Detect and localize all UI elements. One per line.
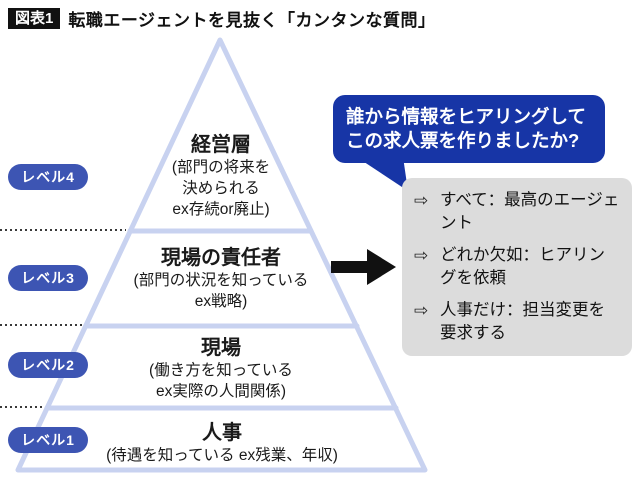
- answers-box: ⇨ すべて：最高のエージェント ⇨ どれか欠如：ヒアリングを依頼 ⇨ 人事だけ：…: [402, 178, 632, 356]
- tier-description: (部門の状況を知っている ex戦略): [133, 272, 309, 310]
- tier-description: (待遇を知っている ex残業、年収): [106, 447, 338, 464]
- tier-title: 現場の責任者: [161, 247, 281, 269]
- answer-item: ⇨ すべて：最高のエージェント: [414, 189, 620, 235]
- tier-description: (働き方を知っている ex実際の人間関係): [149, 362, 293, 400]
- pyramid-tier-management: 経営層 (部門の将来を 決められる ex存続or廃止): [91, 133, 351, 220]
- pyramid-outline: [15, 37, 428, 473]
- pyramid-tier-hr: 人事 (待遇を知っている ex残業、年収): [42, 421, 402, 466]
- level-badge-1: レベル1: [8, 427, 88, 453]
- answer-item: ⇨ 人事だけ：担当変更を要求する: [414, 299, 620, 345]
- answer-item: ⇨ どれか欠如：ヒアリングを依頼: [414, 244, 620, 290]
- figure-header: 図表1 転職エージェントを見抜く「カンタンな質問」: [8, 6, 436, 31]
- figure-number-tag: 図表1: [8, 8, 61, 29]
- answer-text: すべて：最高のエージェント: [440, 191, 620, 232]
- pyramid-tier-worksite: 現場 (働き方を知っている ex実際の人間関係): [71, 336, 371, 402]
- level-badge-4: レベル4: [8, 164, 88, 190]
- arrow-bullet-icon: ⇨: [414, 246, 429, 265]
- answer-text: 人事だけ：担当変更を要求する: [440, 301, 605, 342]
- level-badge-3: レベル3: [8, 265, 88, 291]
- tier-title: 人事: [202, 422, 242, 444]
- answer-text: どれか欠如：ヒアリングを依頼: [440, 246, 605, 287]
- question-bubble: 誰から情報をヒアリングして この求人票を作りましたか?: [333, 95, 605, 163]
- tier-title: 現場: [201, 337, 241, 359]
- tier-title: 経営層: [191, 134, 251, 156]
- level-badge-2: レベル2: [8, 352, 88, 378]
- flow-arrow-icon: [331, 249, 396, 285]
- figure-title: 転職エージェントを見抜く「カンタンな質問」: [68, 11, 436, 30]
- arrow-bullet-icon: ⇨: [414, 301, 429, 320]
- tier-description: (部門の将来を 決められる ex存続or廃止): [171, 159, 271, 218]
- pyramid-tier-site-manager: 現場の責任者 (部門の状況を知っている ex戦略): [71, 246, 371, 312]
- arrow-bullet-icon: ⇨: [414, 191, 429, 210]
